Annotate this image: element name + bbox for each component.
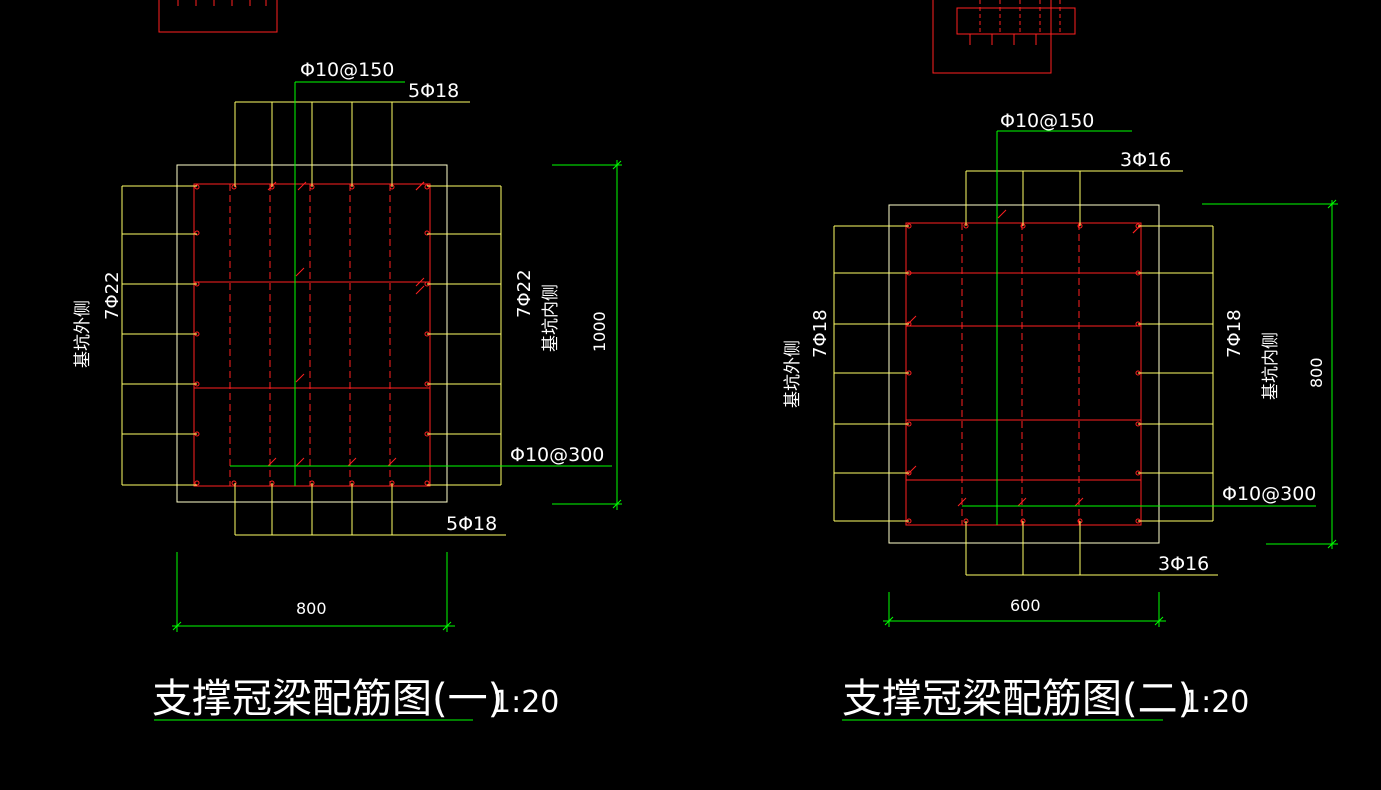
inner-side-label-2: 基坑内侧 <box>1261 332 1281 400</box>
width-dim-label-2: 600 <box>1010 596 1041 615</box>
partial-beam-elevation-2 <box>932 0 1052 74</box>
drawing-title-2: 支撑冠梁配筋图(二) <box>842 676 1193 722</box>
tie-label-2: Φ10@300 <box>1222 483 1316 505</box>
hook-2 <box>1017 497 1027 507</box>
outer-side-label-1: 基坑外侧 <box>73 300 93 368</box>
right-bars-label-1: 7Φ22 <box>514 269 535 318</box>
stirrup-outer-1 <box>193 183 431 487</box>
hook-1 <box>415 277 425 287</box>
rebar-side-1 <box>424 184 430 190</box>
hook-1 <box>267 457 277 467</box>
partial-beam-elevation-1 <box>158 0 278 33</box>
height-dim-label-2: 800 <box>1307 357 1326 388</box>
width-dim-tick-1 <box>442 621 452 631</box>
scale-label-1: 1:20 <box>492 685 559 720</box>
hook-2 <box>997 209 1007 219</box>
width-dim-label-1: 800 <box>296 599 327 618</box>
rebar-side-1 <box>424 480 430 486</box>
left-bars-label-1: 7Φ22 <box>102 271 123 320</box>
width-dim-tick-2 <box>884 616 894 626</box>
hook-1 <box>415 285 425 295</box>
hook-2 <box>957 497 967 507</box>
width-dim-tick-1 <box>172 621 182 631</box>
section-1-labels: Φ10@150 5Φ18 5Φ18 Φ10@300 7Φ22 基坑外侧 7Φ22… <box>73 59 609 722</box>
height-dim-tick-1 <box>612 160 622 170</box>
stirrup-label-2: Φ10@150 <box>1000 110 1094 132</box>
section-2-labels: Φ10@150 3Φ16 3Φ16 Φ10@300 7Φ18 基坑外侧 7Φ18… <box>783 110 1326 722</box>
tie-label-1: Φ10@300 <box>510 444 604 466</box>
bottom-bars-label-2: 3Φ16 <box>1158 553 1209 575</box>
hook-1 <box>297 181 307 191</box>
hook-1 <box>387 457 397 467</box>
top-bars-label-2: 3Φ16 <box>1120 149 1171 171</box>
hook-1 <box>295 373 305 383</box>
rebar-side-1 <box>194 480 200 486</box>
partial-beam-inner-2 <box>956 7 1076 35</box>
rebar-bottom-1 <box>231 480 237 486</box>
beam-outline-2 <box>888 204 1160 544</box>
beam-outline-1 <box>176 164 448 503</box>
scale-label-2: 1:20 <box>1182 685 1249 720</box>
hook-1 <box>295 457 305 467</box>
stirrup-label-1: Φ10@150 <box>300 59 394 81</box>
hook-2 <box>1074 497 1084 507</box>
outer-side-label-2: 基坑外侧 <box>783 340 803 408</box>
hook-2 <box>907 465 917 475</box>
drawing-geometry <box>121 0 1338 721</box>
rebar-side-1 <box>194 230 200 236</box>
rebar-top-1 <box>231 184 237 190</box>
height-dim-tick-1 <box>612 499 622 509</box>
drawing-title-1: 支撑冠梁配筋图(一) <box>152 676 503 722</box>
height-dim-tick-2 <box>1327 539 1337 549</box>
top-bars-label-1: 5Φ18 <box>408 80 459 102</box>
width-dim-tick-2 <box>1154 616 1164 626</box>
hook-1 <box>295 267 305 277</box>
hook-2 <box>907 315 917 325</box>
hook-1 <box>415 181 425 191</box>
height-dim-label-1: 1000 <box>590 311 609 352</box>
hook-1 <box>347 457 357 467</box>
right-bars-label-2: 7Φ18 <box>1224 309 1245 358</box>
bottom-bars-label-1: 5Φ18 <box>446 513 497 535</box>
inner-side-label-1: 基坑内侧 <box>541 284 561 352</box>
rebar-side-1 <box>424 230 430 236</box>
height-dim-tick-2 <box>1327 199 1337 209</box>
left-bars-label-2: 7Φ18 <box>810 309 831 358</box>
rebar-side-1 <box>194 184 200 190</box>
